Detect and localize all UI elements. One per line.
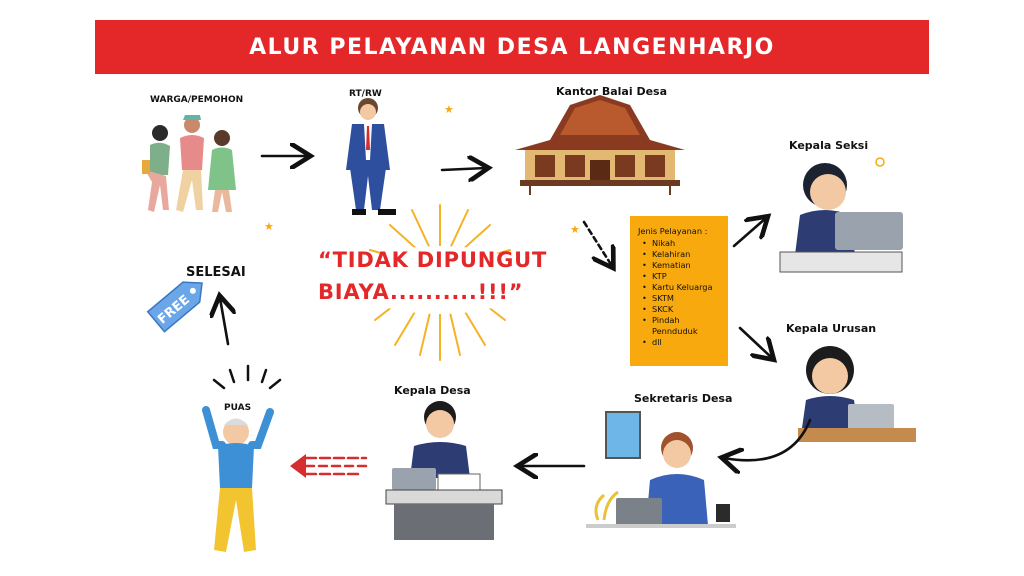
person-woman-icon [208, 130, 236, 212]
kantor-balai-desa-illustration [515, 95, 685, 195]
label-puas: PUAS [224, 403, 252, 413]
label-rtrw: RT/RW [349, 89, 382, 99]
arrow-kades-puas [290, 454, 372, 478]
service-item: SKCK [638, 304, 722, 315]
label-kepala-seksi: Kepala Seksi [789, 139, 869, 152]
service-item: Kelahiran [638, 249, 722, 260]
services-list: Nikah Kelahiran Kematian KTP Kartu Kelua… [638, 238, 722, 348]
label-selesai: SELESAI [186, 265, 246, 280]
excitement-lines [212, 364, 282, 390]
service-item: dll [638, 337, 722, 348]
services-box: Jenis Pelayanan : Nikah Kelahiran Kemati… [630, 216, 728, 366]
page-title: ALUR PELAYANAN DESA LANGENHARJO [249, 34, 775, 60]
arrow-services-urusan [738, 326, 772, 358]
arrow-urusan-sekretaris [724, 418, 812, 460]
service-item: Nikah [638, 238, 722, 249]
sekretaris-illustration [586, 411, 736, 528]
services-title: Jenis Pelayanan : [638, 226, 708, 236]
warga-illustration [142, 115, 236, 212]
label-sekretaris: Sekretaris Desa [634, 392, 733, 405]
arrow-services-seksi [732, 218, 766, 248]
person-man-icon [176, 115, 204, 212]
flow-arrows [220, 156, 812, 466]
label-warga: WARGA/PEMOHON [150, 95, 244, 105]
title-banner: ALUR PELAYANAN DESA LANGENHARJO [95, 20, 929, 74]
kepala-desa-illustration [385, 401, 503, 540]
kepala-urusan-illustration [798, 346, 916, 442]
kepala-seksi-illustration [779, 157, 903, 273]
slogan-text: “TIDAK DIPUNGUT BIAYA..........!!!” [318, 248, 548, 304]
arrow-puas-selesai [220, 298, 228, 346]
service-item: KTP [638, 271, 722, 282]
puas-person-illustration [202, 364, 282, 552]
label-kantor: Kantor Balai Desa [556, 85, 668, 98]
label-kepala-desa: Kepala Desa [394, 384, 471, 397]
label-kepala-urusan: Kepala Urusan [786, 322, 877, 335]
rtrw-illustration [346, 98, 396, 215]
star-decorations: ★ ★ ★ [264, 104, 580, 236]
free-tag-icon: FREE [146, 281, 203, 333]
star-icon: ★ [444, 104, 454, 116]
star-icon: ★ [570, 224, 580, 236]
service-item: Pindah Pennduduk [638, 315, 722, 337]
service-item: SKTM [638, 293, 722, 304]
star-icon: ★ [264, 221, 274, 233]
arrow-kantor-services [582, 220, 612, 266]
service-item: Kematian [638, 260, 722, 271]
service-item: Kartu Keluarga [638, 282, 722, 293]
person-woman-icon [142, 125, 170, 212]
arrow-rtrw-kantor [440, 168, 486, 170]
